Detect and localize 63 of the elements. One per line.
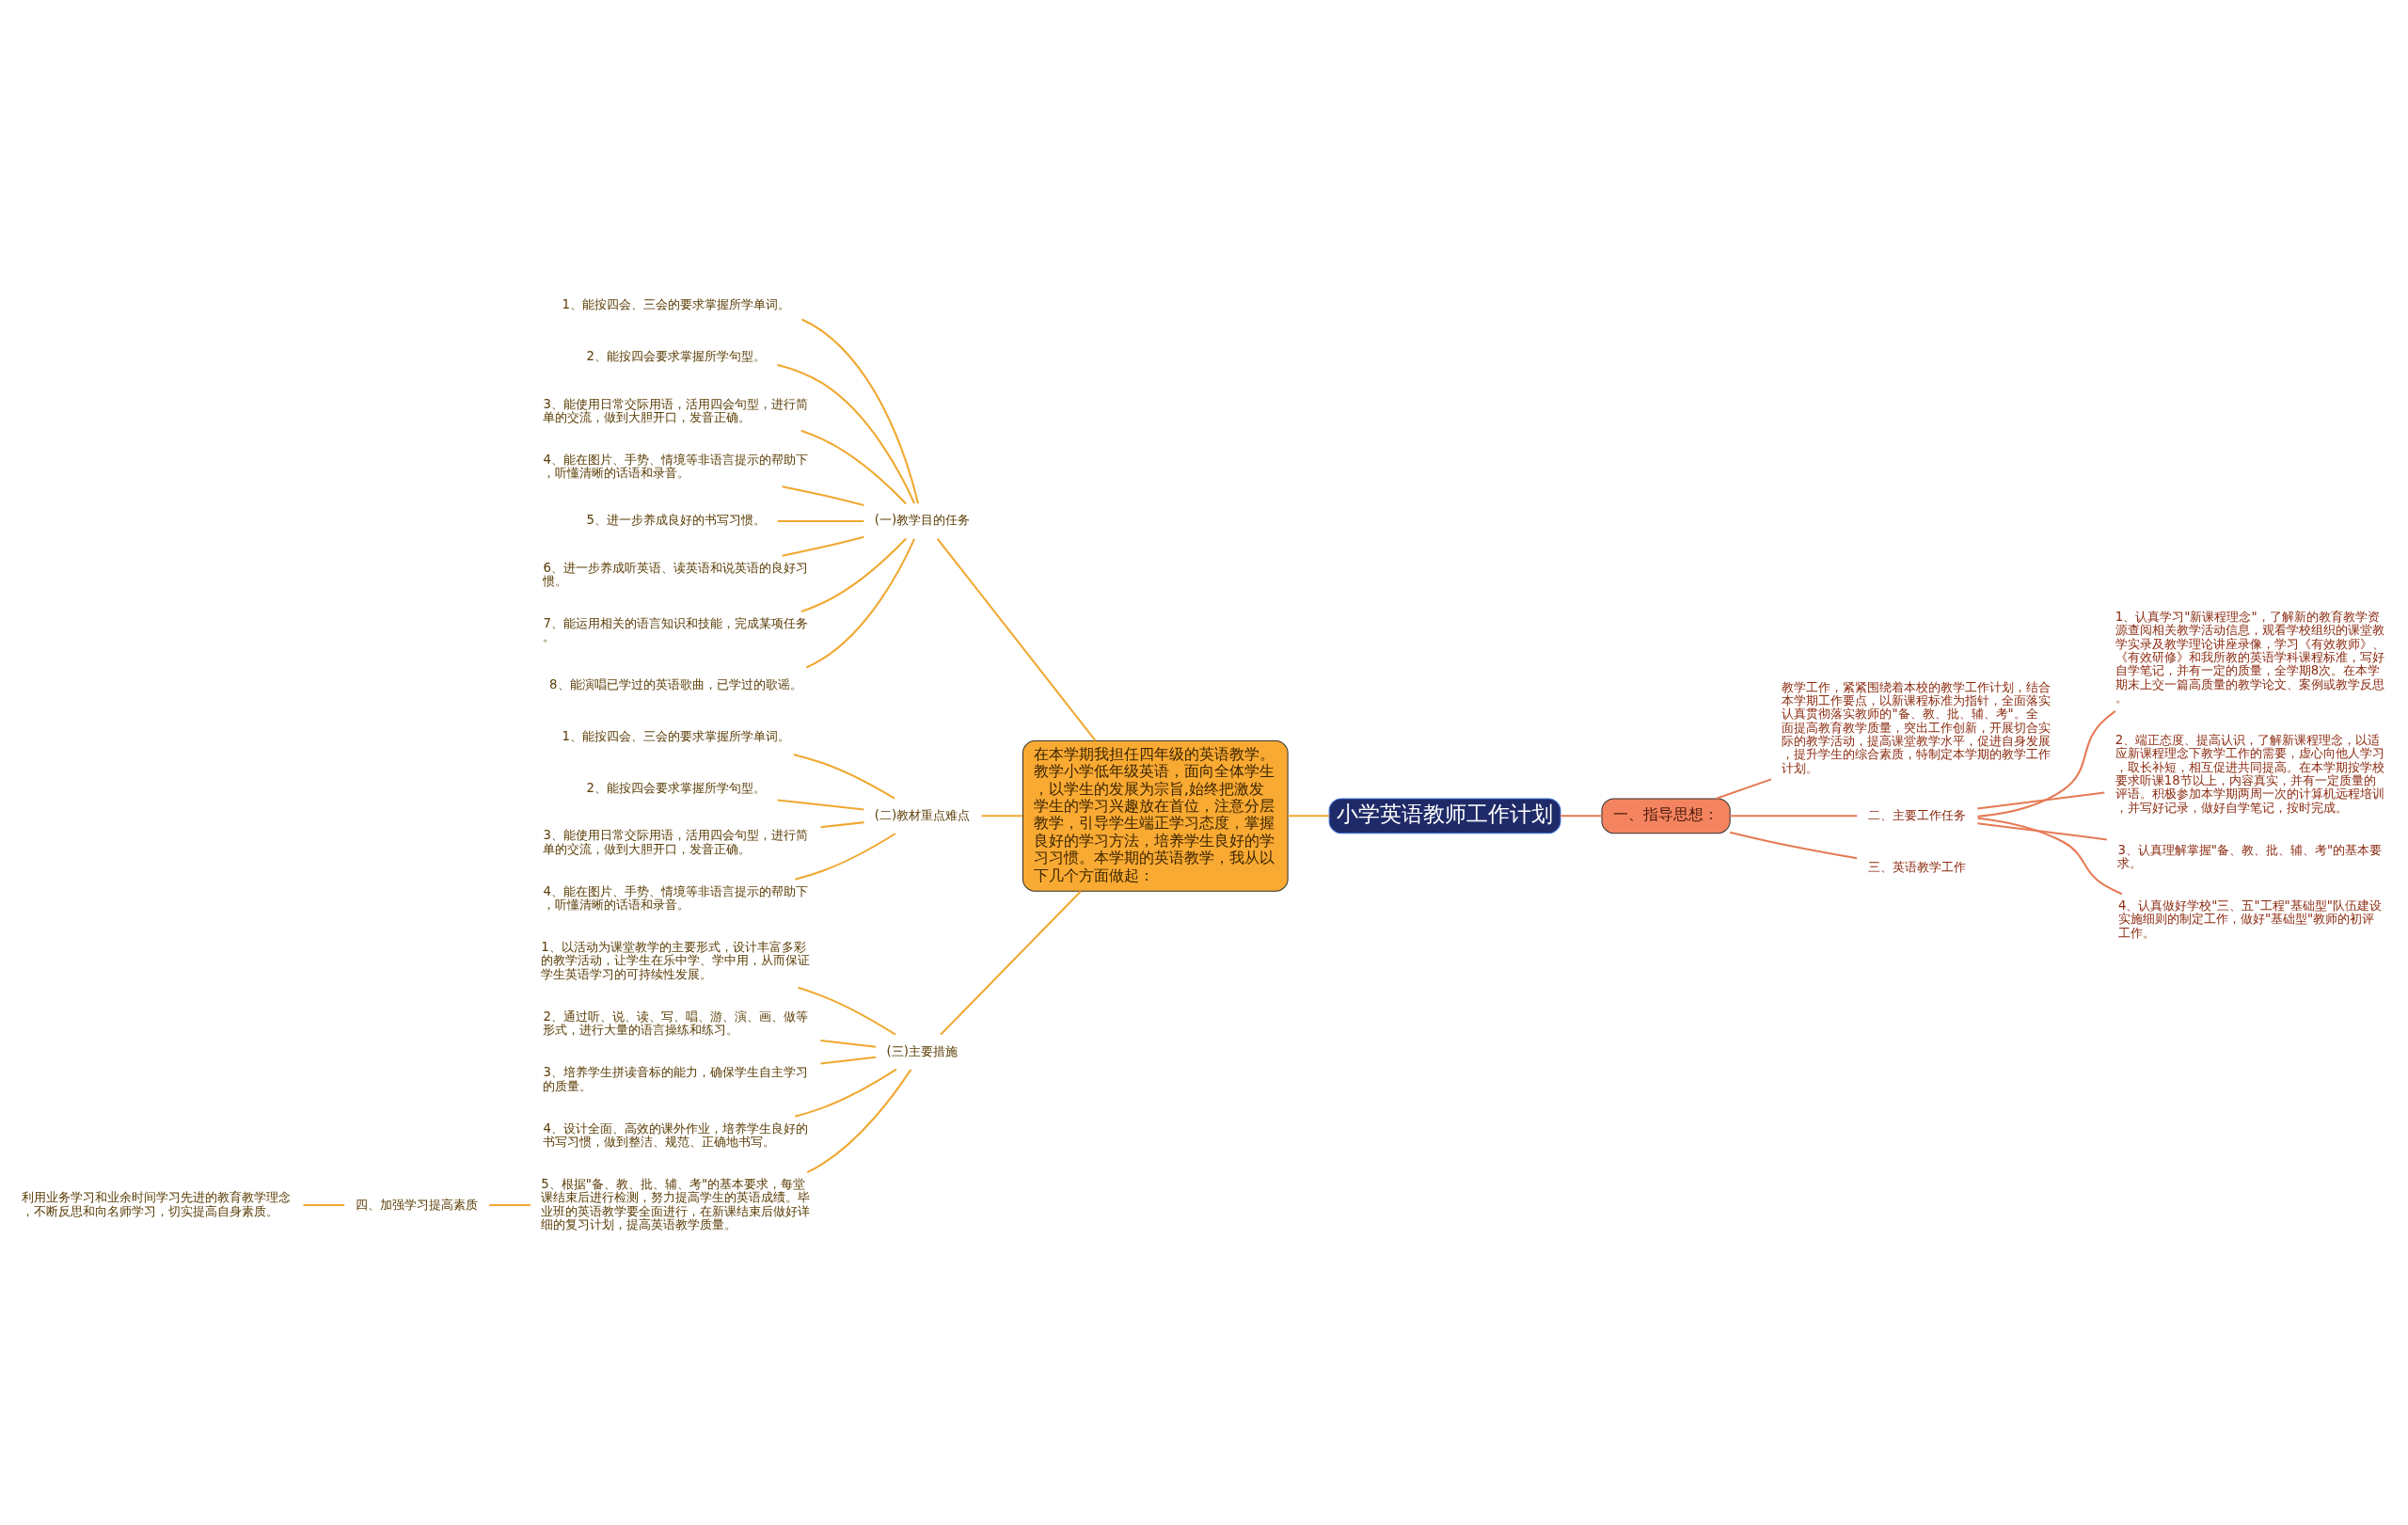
connector bbox=[801, 318, 919, 504]
connector bbox=[1977, 709, 2116, 818]
node-box: 一、指导思想： bbox=[1601, 797, 1731, 834]
node-text: (二)教材重点难点 bbox=[874, 807, 971, 822]
connector bbox=[1560, 814, 1602, 817]
connector bbox=[1716, 777, 1772, 800]
connector bbox=[800, 429, 907, 504]
connector bbox=[798, 986, 896, 1035]
node-text: 7、能运用相关的语言知识和技能，完成某项任务。 bbox=[543, 615, 808, 643]
node-text: (一)教学目的任务 bbox=[874, 512, 971, 527]
node-text: 2、端正态度、提高认识，了解新课程理念，以适应新课程理念下教学工作的需要，虚心向他人学习，取长补短，相互促进共同提高。在本学期按学校要求听课18节以上，内容真实，并有一定质量的评语。积极参加本学期两周一次的计算机远程培训，并写好记录，做好自学笔记，按时完成。 bbox=[2115, 732, 2384, 815]
node-text: 4、能在图片、手势、情境等非语言提示的帮助下，听懂清晰的话语和录音。 bbox=[543, 452, 808, 480]
connector bbox=[820, 820, 864, 828]
node-text: 3、培养学生拼读音标的能力，确保学生自主学习的质量。 bbox=[543, 1064, 808, 1093]
connector bbox=[1977, 791, 2105, 809]
node-text: 2、通过听、说、读、写、唱、游、演、画、做等形式，进行大量的语言操练和练习。 bbox=[543, 1009, 808, 1037]
node-text: 利用业务学习和业余时间学习先进的教育教学理念，不断反思和向名师学习，切实提高自身素质。 bbox=[22, 1189, 292, 1218]
node-text: 3、认真理解掌握"备、教、批、辅、考"的基本要求。 bbox=[2117, 842, 2383, 870]
connector bbox=[795, 1068, 897, 1118]
connector bbox=[800, 537, 907, 612]
connector bbox=[805, 537, 916, 668]
node-text: 4、设计全面、高效的课外作业，培养学生良好的书写习惯，做到整洁、规范、正确地书写。 bbox=[543, 1120, 808, 1149]
connector bbox=[782, 485, 864, 506]
node-text: 6、进一步养成听英语、读英语和说英语的良好习惯。 bbox=[543, 560, 808, 588]
node-text: 1、认真学习"新课程理念"，了解新的教育教学资源查阅相关教学活动信息，观看学校组织的课堂教学实录及教学理论讲座录像，学习《有效教师》、《有效研修》和我所教的英语学科课程标准，写好自学笔记，并有一定的质量，全学期8次。在本学期末上交一篇高质量的教学论文、案例或教学反思。 bbox=[2115, 609, 2384, 705]
connector bbox=[777, 519, 864, 522]
node-text: 四、加强学习提高素质 bbox=[355, 1197, 478, 1212]
connector bbox=[806, 1068, 912, 1173]
node-text: 三、英语教学工作 bbox=[1867, 859, 1966, 874]
node-text: 1、以活动为课堂教学的主要形式，设计丰富多彩的教学活动，让学生在乐中学、学中用，从而保证学生英语学习的可持续性发展。 bbox=[541, 939, 811, 981]
connector bbox=[489, 1203, 531, 1206]
node-text: 1、能按四会、三会的要求掌握所学单词。 bbox=[562, 728, 790, 743]
node-text: 3、能使用日常交际用语，活用四会句型，进行简单的交流，做到大胆开口，发音正确。 bbox=[543, 396, 808, 424]
connector bbox=[303, 1203, 345, 1206]
node-text: 3、能使用日常交际用语，活用四会句型，进行简单的交流，做到大胆开口，发音正确。 bbox=[543, 827, 808, 856]
node-text: 教学工作，紧紧围绕着本校的教学工作计划，结合本学期工作要点，以新课程标准为指针，全面落实认真贯彻落实教师的"备、教、批、辅、考"。全面提高教育教学质量，突出工作创新，开展切合实际的教学活动，提高课堂教学水平，促进自身发展，提升学生的综合素质，特制定本学期的教学工作计划。 bbox=[1782, 679, 2052, 775]
connector bbox=[782, 535, 864, 557]
connector bbox=[795, 832, 896, 881]
node-box: 小学英语教师工作计划 bbox=[1328, 797, 1561, 834]
node-text: 8、能演唱已学过的英语歌曲，已学过的歌谣。 bbox=[549, 676, 802, 691]
node-text: (三)主要措施 bbox=[886, 1043, 958, 1058]
connector bbox=[936, 537, 1097, 741]
node-box: 在本学期我担任四年级的英语教学。教学小学低年级英语，面向全体学生，以学生的发展为宗旨,始终把激发学生的学习兴趣放在首位，注意分层教学，引导学生端正学习态度，掌握良好的学习方法，培养学生良好的学习习惯。本学期的英语教学，我从以下几个方面做起： bbox=[1022, 739, 1289, 892]
connector bbox=[1977, 817, 2123, 895]
connector bbox=[940, 890, 1082, 1035]
connector bbox=[820, 1056, 877, 1065]
node-text: 5、进一步养成良好的书写习惯。 bbox=[586, 512, 766, 527]
connector bbox=[1730, 814, 1858, 817]
node-text: 2、能按四会要求掌握所学句型。 bbox=[586, 780, 766, 795]
connector bbox=[1977, 821, 2108, 840]
connector bbox=[1288, 814, 1329, 817]
connector bbox=[820, 1039, 877, 1048]
connector bbox=[793, 753, 895, 800]
connector bbox=[777, 363, 916, 503]
connector bbox=[981, 814, 1022, 817]
node-text: 1、能按四会、三会的要求掌握所学单词。 bbox=[562, 296, 790, 311]
connector bbox=[1729, 831, 1858, 859]
node-text: 5、根据"备、教、批、辅、考"的基本要求，每堂课结束后进行检测，努力提高学生的英语成绩。毕业班的英语教学要全面进行，在新课结束后做好详细的复习计划，提高英语教学质量。 bbox=[541, 1176, 811, 1231]
node-text: 4、认真做好学校"三、五"工程"基础型"队伍建设实施细则的制定工作，做好"基础型"教师的初评工作。 bbox=[2117, 898, 2382, 940]
connector bbox=[777, 798, 864, 811]
node-text: 4、能在图片、手势、情境等非语言提示的帮助下，听懂清晰的话语和录音。 bbox=[543, 883, 808, 912]
node-text: 2、能按四会要求掌握所学句型。 bbox=[586, 348, 766, 363]
node-text: 二、主要工作任务 bbox=[1867, 807, 1966, 822]
